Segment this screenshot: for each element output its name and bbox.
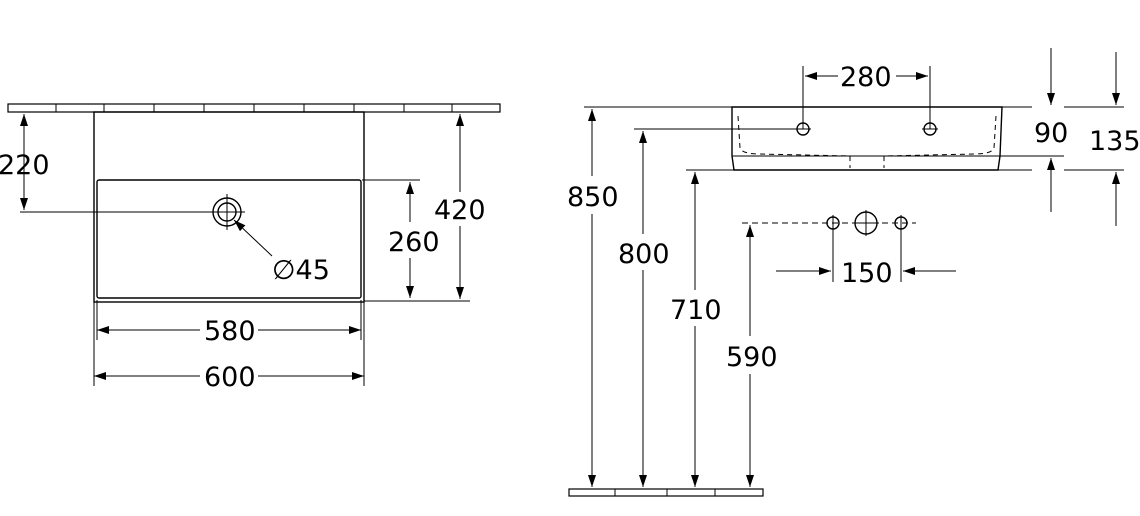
top-view: 220 260 420 ∅45 580 600 (0, 103, 501, 393)
dim-90-label: 90 (1034, 118, 1068, 149)
basin-side-profile (731, 106, 1003, 171)
dim-800-label: 800 (618, 239, 670, 270)
floor-side-view (568, 488, 764, 497)
basin-outer-outline (93, 111, 365, 303)
dim-45-leader (233, 219, 273, 257)
dim-260-label: 260 (388, 227, 440, 258)
dim-710-label: 710 (670, 295, 722, 326)
tap-arrangement (826, 210, 908, 236)
dim-45-label: ∅45 (272, 255, 330, 286)
dim-135-label: 135 (1089, 126, 1140, 157)
dim-600-label: 600 (204, 362, 256, 393)
dim-580-label: 580 (204, 316, 256, 347)
dim-220-label: 220 (0, 150, 50, 181)
wall-top-view (7, 103, 501, 113)
dim-280-label: 280 (840, 62, 892, 93)
dim-420-label: 420 (434, 195, 486, 226)
dim-850-label: 850 (567, 182, 619, 213)
dim-150-label: 150 (841, 258, 893, 289)
basin-inner-bowl (96, 179, 362, 299)
side-view: 280 90 135 850 800 710 590 (567, 48, 1140, 497)
drain-symbol (209, 194, 245, 230)
dim-590-label: 590 (726, 342, 778, 373)
